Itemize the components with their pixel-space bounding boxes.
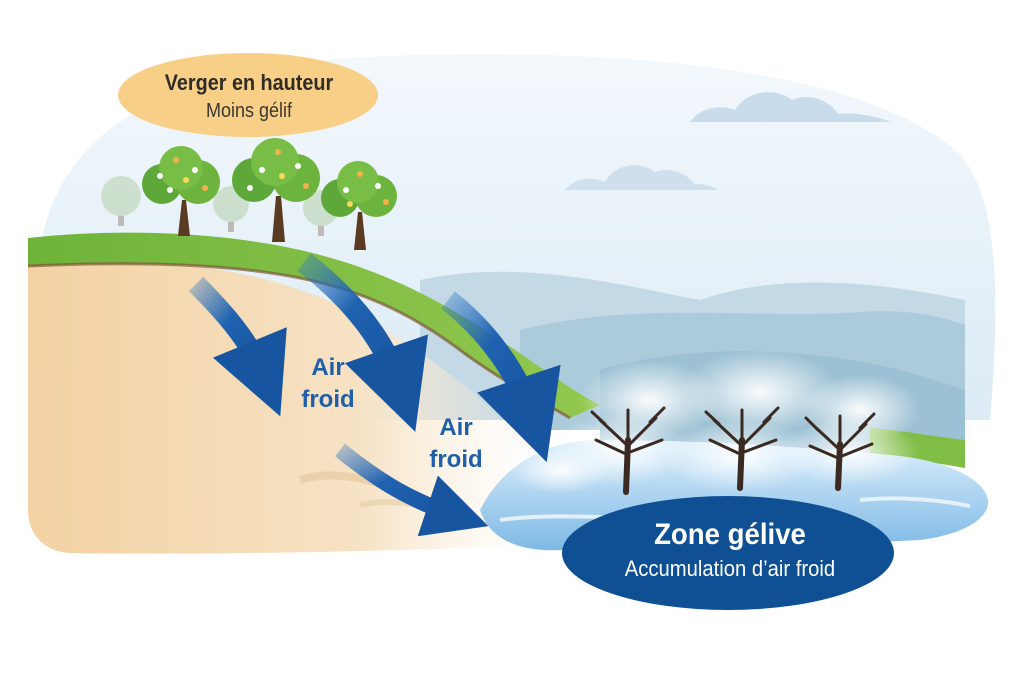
- frost-zone-subtitle: Accumulation d’air froid: [624, 556, 836, 581]
- frost-zone-title: Zone gélive: [654, 518, 806, 551]
- cold-air-arrow-icon: [297, 253, 429, 432]
- cold-air-label-line1: Air: [439, 414, 473, 441]
- cold-air-label: Air froid: [288, 352, 368, 416]
- cold-air-arrow-icon: [335, 443, 489, 537]
- blossoming-tree-icon: [232, 138, 320, 242]
- cold-air-arrow-icon: [441, 291, 561, 463]
- frost-fog: [510, 350, 920, 494]
- cloud-icon: [565, 165, 718, 190]
- cold-air-label-line1: Air: [311, 354, 345, 381]
- blossoming-tree-icon: [142, 146, 220, 236]
- cold-air-label: Air froid: [416, 412, 496, 476]
- cloud-icon: [690, 92, 892, 122]
- orchard-badge: [118, 53, 378, 137]
- blossoming-tree-icon: [101, 176, 141, 226]
- orchard-title: Verger en hauteur: [164, 70, 334, 95]
- blossoming-tree-icon: [321, 161, 397, 250]
- orchard-subtitle: Moins gélif: [205, 100, 293, 122]
- bare-frosted-tree-icon: [590, 406, 666, 495]
- cold-air-label-line2: froid: [301, 386, 355, 413]
- bare-frosted-tree-icon: [804, 412, 876, 491]
- cold-air-label-line2: froid: [429, 446, 483, 473]
- cold-air-arrow-icon: [188, 276, 287, 417]
- bare-frosted-tree-icon: [704, 406, 780, 491]
- frost-zone-badge: [562, 496, 894, 610]
